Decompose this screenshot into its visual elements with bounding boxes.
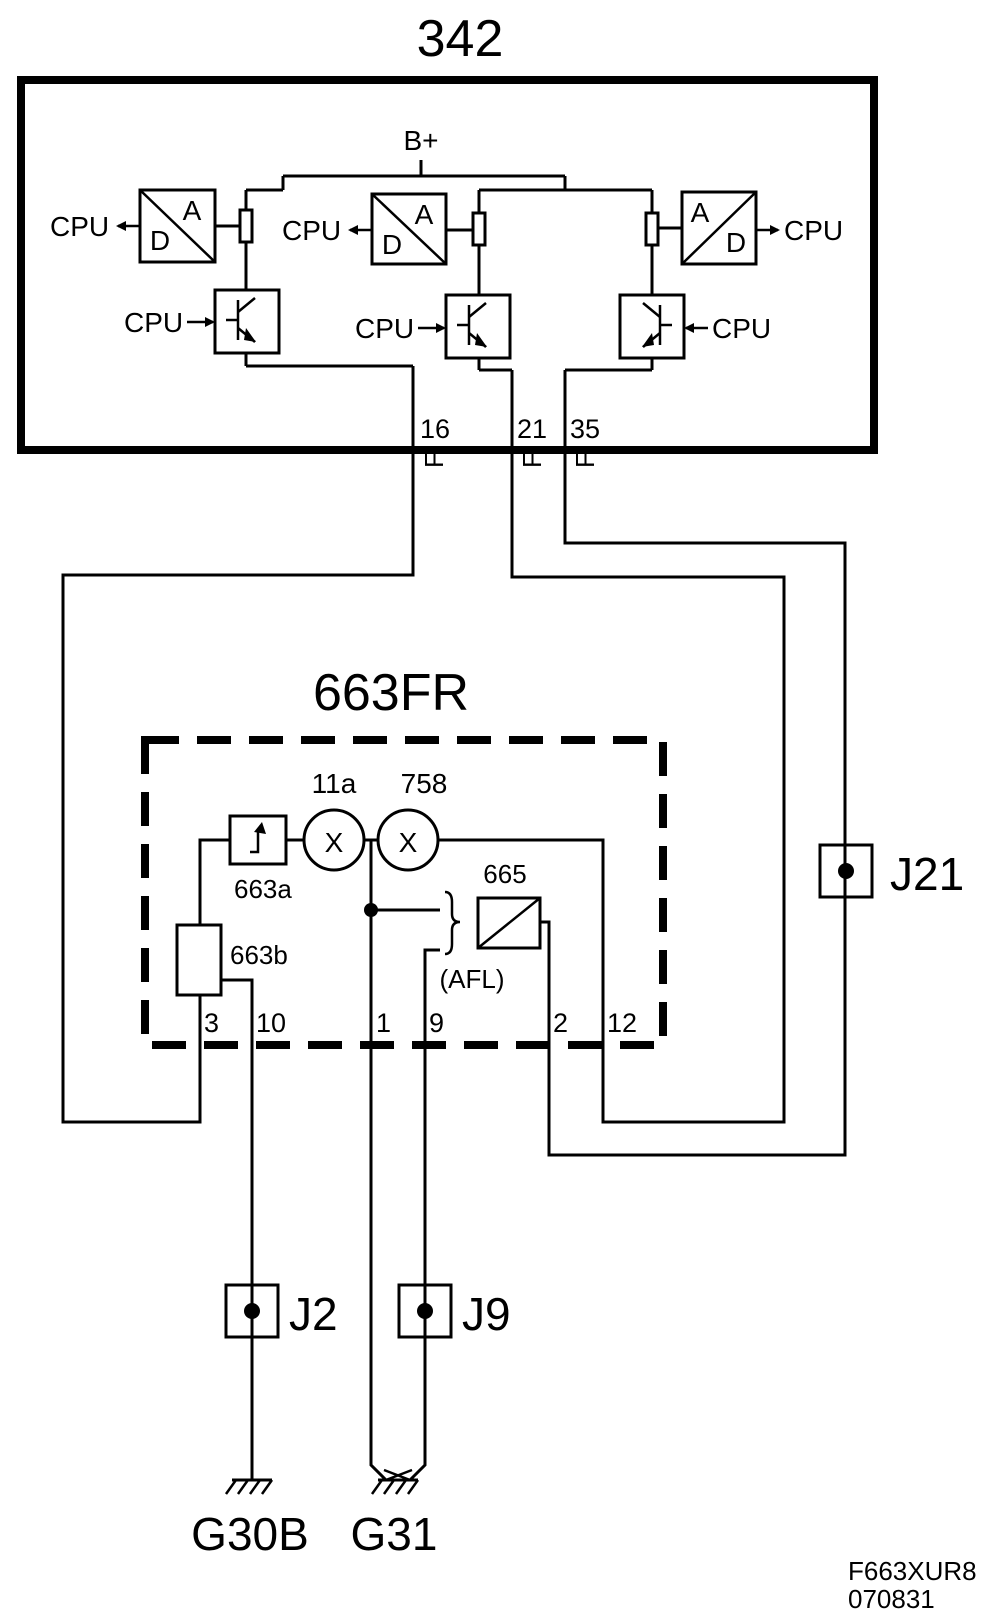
ecu-pin-35: 35 <box>570 414 600 444</box>
shunt-resistor-icon <box>238 208 254 244</box>
cluster-pin-1: 1 <box>376 1008 391 1038</box>
ground-g31-icon <box>370 1478 420 1495</box>
shunt-resistor-icon <box>471 211 487 247</box>
indicator-665-label: 665 <box>483 859 526 889</box>
transistor-switch-left <box>213 288 281 355</box>
transistor-switch-right <box>618 293 686 360</box>
ecu-channel-16: A D CPU CPU <box>50 188 415 450</box>
ecu-pin-marker: F <box>570 452 600 468</box>
wire-pin21-to-pin12 <box>510 450 786 1124</box>
svg-text:A: A <box>415 199 434 230</box>
cluster-pin-3: 3 <box>204 1008 219 1038</box>
svg-text:D: D <box>726 227 746 258</box>
indicator-665 <box>476 896 542 950</box>
resistor-663b-icon <box>175 923 223 997</box>
ecu-channel-35: A D CPU CPU <box>563 190 843 450</box>
transistor-switch-center <box>444 293 512 360</box>
splice-j2: J2 <box>224 1283 338 1340</box>
splice-j21-label: J21 <box>890 848 964 900</box>
svg-text:A: A <box>691 197 710 228</box>
svg-text:X: X <box>399 827 418 858</box>
resistor-663b-label: 663b <box>230 940 288 970</box>
ecu-module-box <box>17 76 878 454</box>
ground-g30b-label: G30B <box>191 1508 309 1560</box>
ecu-pin-21: 21 <box>517 414 547 444</box>
lamp-11a-label: 11a <box>312 768 357 799</box>
cpu-label: CPU <box>124 307 183 338</box>
svg-text:D: D <box>150 225 170 256</box>
svg-text:D: D <box>382 229 402 260</box>
ecu-pin-marker: F <box>419 452 449 468</box>
afl-label: (AFL) <box>440 964 505 994</box>
ad-converter-center: A D <box>370 192 448 266</box>
svg-text:A: A <box>183 195 202 226</box>
splice-j21: J21 <box>818 843 964 900</box>
splice-j2-label: J2 <box>289 1288 338 1340</box>
ground-g31-label: G31 <box>351 1508 438 1560</box>
ground-g30b-icon <box>224 1478 274 1495</box>
supply-label: B+ <box>403 125 438 156</box>
cpu-label: CPU <box>712 313 771 344</box>
drawing-date: 070831 <box>848 1584 935 1614</box>
ad-converter-right: A D <box>680 190 758 266</box>
ecu-title: 342 <box>417 10 504 68</box>
cluster-title: 663FR <box>313 664 469 722</box>
shunt-resistor-icon <box>644 211 660 247</box>
ad-converter-left: A D <box>138 188 217 264</box>
wire-pin35-to-pin2 <box>547 450 847 1157</box>
cpu-label: CPU <box>282 215 341 246</box>
cluster-pin-2: 2 <box>553 1008 568 1038</box>
ecu-pin-16: 16 <box>420 414 450 444</box>
lamp-758-label: 758 <box>401 768 448 799</box>
splice-j9-label: J9 <box>462 1288 511 1340</box>
cpu-label: CPU <box>50 211 109 242</box>
sensor-663a-label: 663a <box>234 874 292 904</box>
ecu-pin-marker: F <box>517 452 547 468</box>
afl-brace-icon <box>444 890 461 956</box>
cpu-label: CPU <box>784 215 843 246</box>
splice-j9: J9 <box>397 1283 511 1340</box>
ecu-channel-21: A D CPU CPU <box>282 190 514 450</box>
cluster-pin-9: 9 <box>429 1008 444 1038</box>
lamp-758-icon: X <box>376 808 440 872</box>
wire-pin16-to-pin3 <box>61 450 415 1124</box>
sensor-663a <box>228 814 288 866</box>
cpu-label: CPU <box>355 313 414 344</box>
lamp-11a-icon: X <box>302 808 366 872</box>
svg-text:X: X <box>325 827 344 858</box>
cluster-pin-10: 10 <box>256 1008 286 1038</box>
drawing-code: F663XUR8 <box>848 1556 977 1586</box>
cluster-pin-12: 12 <box>607 1008 637 1038</box>
